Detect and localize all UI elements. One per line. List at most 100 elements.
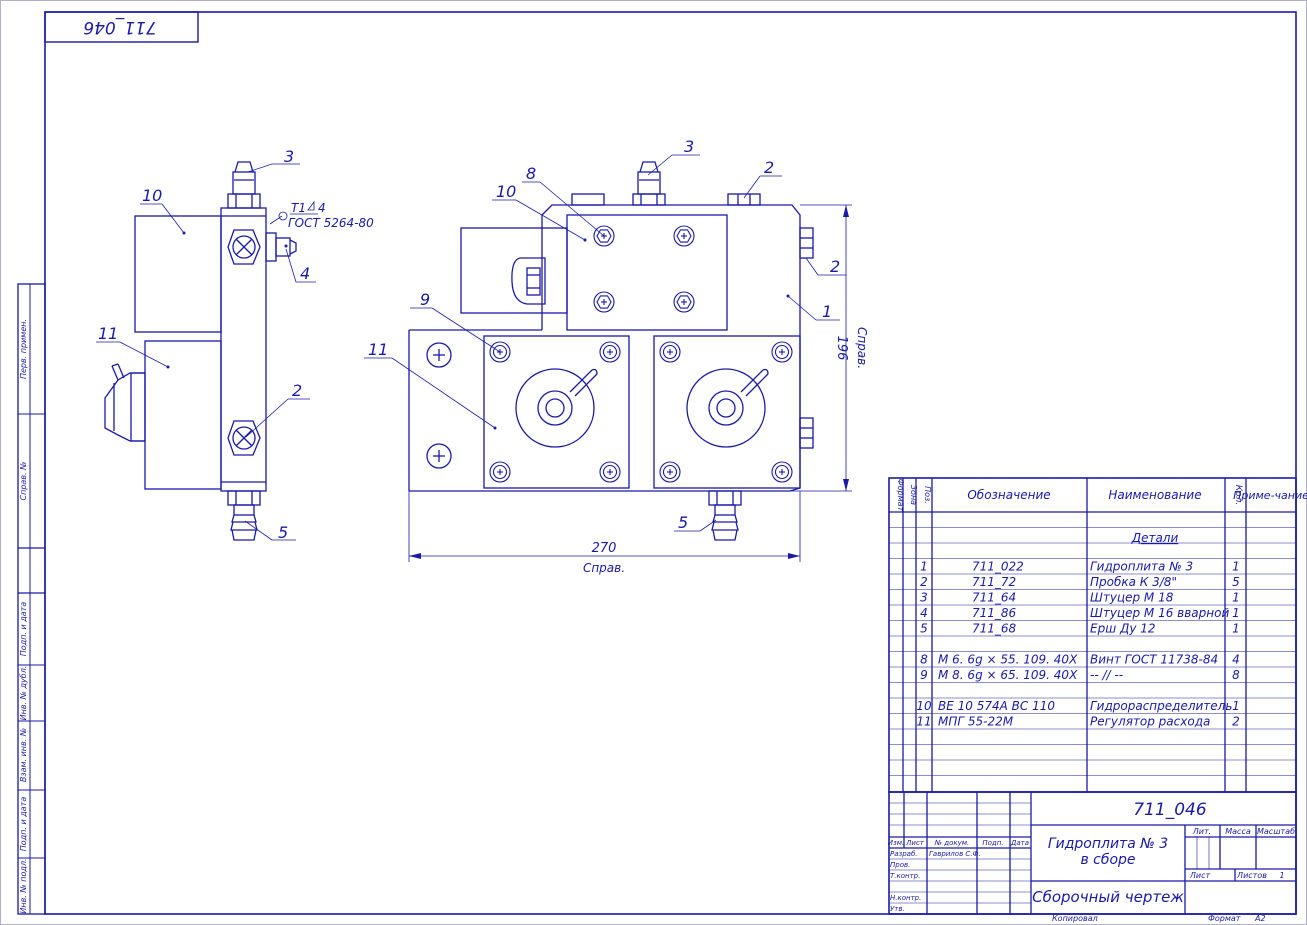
spec-name: Штуцер М 18	[1090, 591, 1174, 605]
dimension-width: 270	[592, 541, 617, 556]
strip-label-replace-inv: Взам. инв. №	[19, 728, 28, 782]
spec-designation: 711_022	[972, 560, 1024, 574]
tb-role-utv: Утв.	[890, 905, 905, 913]
callout-side-3: 3	[284, 147, 294, 166]
front-view-callouts: 8 3 2 10 2 1 9 11 5	[364, 137, 846, 532]
title-block: 711_046 Гидроплита № 3 в сборе Сборочный…	[888, 791, 1297, 923]
spec-pos: 3	[920, 591, 928, 605]
spec-qty: 2	[1232, 715, 1240, 729]
callout-side-5: 5	[278, 523, 288, 542]
strip-label-sign-date-2: Подп. и дата	[19, 797, 28, 852]
title-block-code: 711_046	[1133, 800, 1207, 820]
tb-sheet: Лист	[1189, 871, 1211, 880]
spec-pos: 4	[920, 606, 928, 620]
mirrored-code-stamp: 711_046	[44, 11, 199, 43]
weld-symbol-type: Т1	[291, 201, 306, 215]
tb-sheets: Листов	[1236, 871, 1267, 880]
spec-header-note: Приме-чание	[1233, 489, 1307, 502]
dimension-width-note: Справ.	[583, 561, 625, 575]
tb-developer: Гаврилов С.Ф.	[929, 850, 981, 858]
callout-side-4: 4	[300, 264, 310, 283]
tb-col-list: Лист	[905, 839, 925, 847]
callout-front-2-side: 2	[830, 257, 840, 276]
spec-pos: 10	[916, 699, 932, 713]
spec-qty: 1	[1232, 591, 1240, 605]
regulator-box-side	[144, 340, 222, 490]
spec-designation: М 6. 6g × 55. 109. 40Х	[938, 653, 1078, 667]
top-plug-left	[571, 193, 605, 206]
bolt-head-icon	[673, 225, 695, 247]
callout-side-2: 2	[292, 381, 302, 400]
tb-format-value: А2	[1254, 914, 1266, 923]
spec-designation: МПГ 55-22М	[938, 715, 1014, 729]
spec-header-qty: Кол.	[1233, 485, 1243, 506]
tb-copied: Копировал	[1052, 914, 1098, 923]
spec-designation: 711_72	[972, 575, 1016, 589]
hex-plug-lower	[227, 420, 261, 456]
bolt-head-icon	[659, 341, 681, 363]
callout-side-11: 11	[98, 324, 118, 343]
spec-name: -- // --	[1090, 668, 1123, 682]
tb-col-date: Дата	[1010, 839, 1029, 847]
title-block-title-1: Гидроплита № 3	[1048, 836, 1168, 852]
spec-header-zone: Зона	[909, 485, 918, 505]
spec-row: 2 711_72 Пробка К 3/8" 5	[920, 575, 1240, 589]
spec-designation: М 8. 6g × 65. 109. 40Х	[938, 668, 1078, 682]
tb-format: Формат	[1208, 914, 1241, 923]
side-view-callouts: 3 10 4 11 2 5 Т1 4 ГОСТ 5264-80	[96, 147, 374, 542]
tb-role-tkontr: Т.контр.	[890, 872, 920, 880]
top-fitting-nut	[227, 193, 261, 209]
spec-row: 3 711_64 Штуцер М 18 1	[920, 591, 1240, 605]
spec-designation: 711_86	[972, 606, 1017, 620]
spec-designation: 711_64	[972, 591, 1016, 605]
spec-pos: 2	[920, 575, 928, 589]
strip-label-orig-inv: Инв. № подл.	[19, 858, 28, 913]
spec-section-details: Детали	[1131, 531, 1179, 545]
hex-plug-upper	[227, 229, 261, 265]
specification-table: Формат Зона Поз. Обозначение Наименовани…	[888, 477, 1307, 793]
bolt-head-icon	[659, 461, 681, 483]
spec-name: Пробка К 3/8"	[1090, 575, 1177, 589]
spec-qty: 5	[1232, 575, 1240, 589]
spec-header-format: Формат	[896, 479, 905, 512]
tb-lit: Лит.	[1192, 827, 1211, 836]
strip-label-sign-date-1: Подп. и дата	[19, 602, 28, 657]
callout-front-8: 8	[526, 164, 536, 183]
bolt-head-icon	[771, 341, 793, 363]
tb-role-razrab: Разраб.	[890, 850, 918, 858]
callout-side-10: 10	[142, 186, 162, 205]
stamp-code: 711_046	[83, 17, 157, 37]
bolt-head-icon	[489, 461, 511, 483]
spec-designation: 711_68	[972, 622, 1017, 636]
valve-box-side	[134, 215, 222, 333]
dimensions: 270 Справ. 196 Справ.	[408, 204, 869, 575]
front-view-bolts	[489, 225, 793, 483]
spec-header-designation: Обозначение	[967, 488, 1050, 502]
side-plug-upper	[799, 227, 814, 259]
spec-designation: ВЕ 10 574А ВС 110	[938, 699, 1055, 713]
spec-name: Ерш Ду 12	[1090, 622, 1156, 636]
tb-col-izm: Изм.	[888, 839, 904, 847]
regulator-1-front	[483, 335, 630, 489]
regulator-2-front	[653, 335, 801, 489]
drawing-frame	[44, 11, 1297, 915]
bolt-head-icon	[593, 225, 615, 247]
tb-sheets-count: 1	[1279, 871, 1284, 880]
spec-name: Штуцер М 16 вварной	[1090, 606, 1229, 620]
spec-name: Регулятор расхода	[1090, 715, 1210, 729]
valve-block-front	[566, 214, 728, 331]
weld-fitting	[265, 232, 277, 262]
valve-solenoid	[460, 227, 568, 314]
bolt-head-icon	[593, 291, 615, 313]
strip-label-dup-inv: Инв. № дубл.	[19, 666, 28, 721]
spec-qty: 1	[1232, 622, 1240, 636]
weld-symbol-size: 4	[318, 201, 326, 215]
bolt-head-icon	[771, 461, 793, 483]
callout-front-10: 10	[496, 182, 516, 201]
